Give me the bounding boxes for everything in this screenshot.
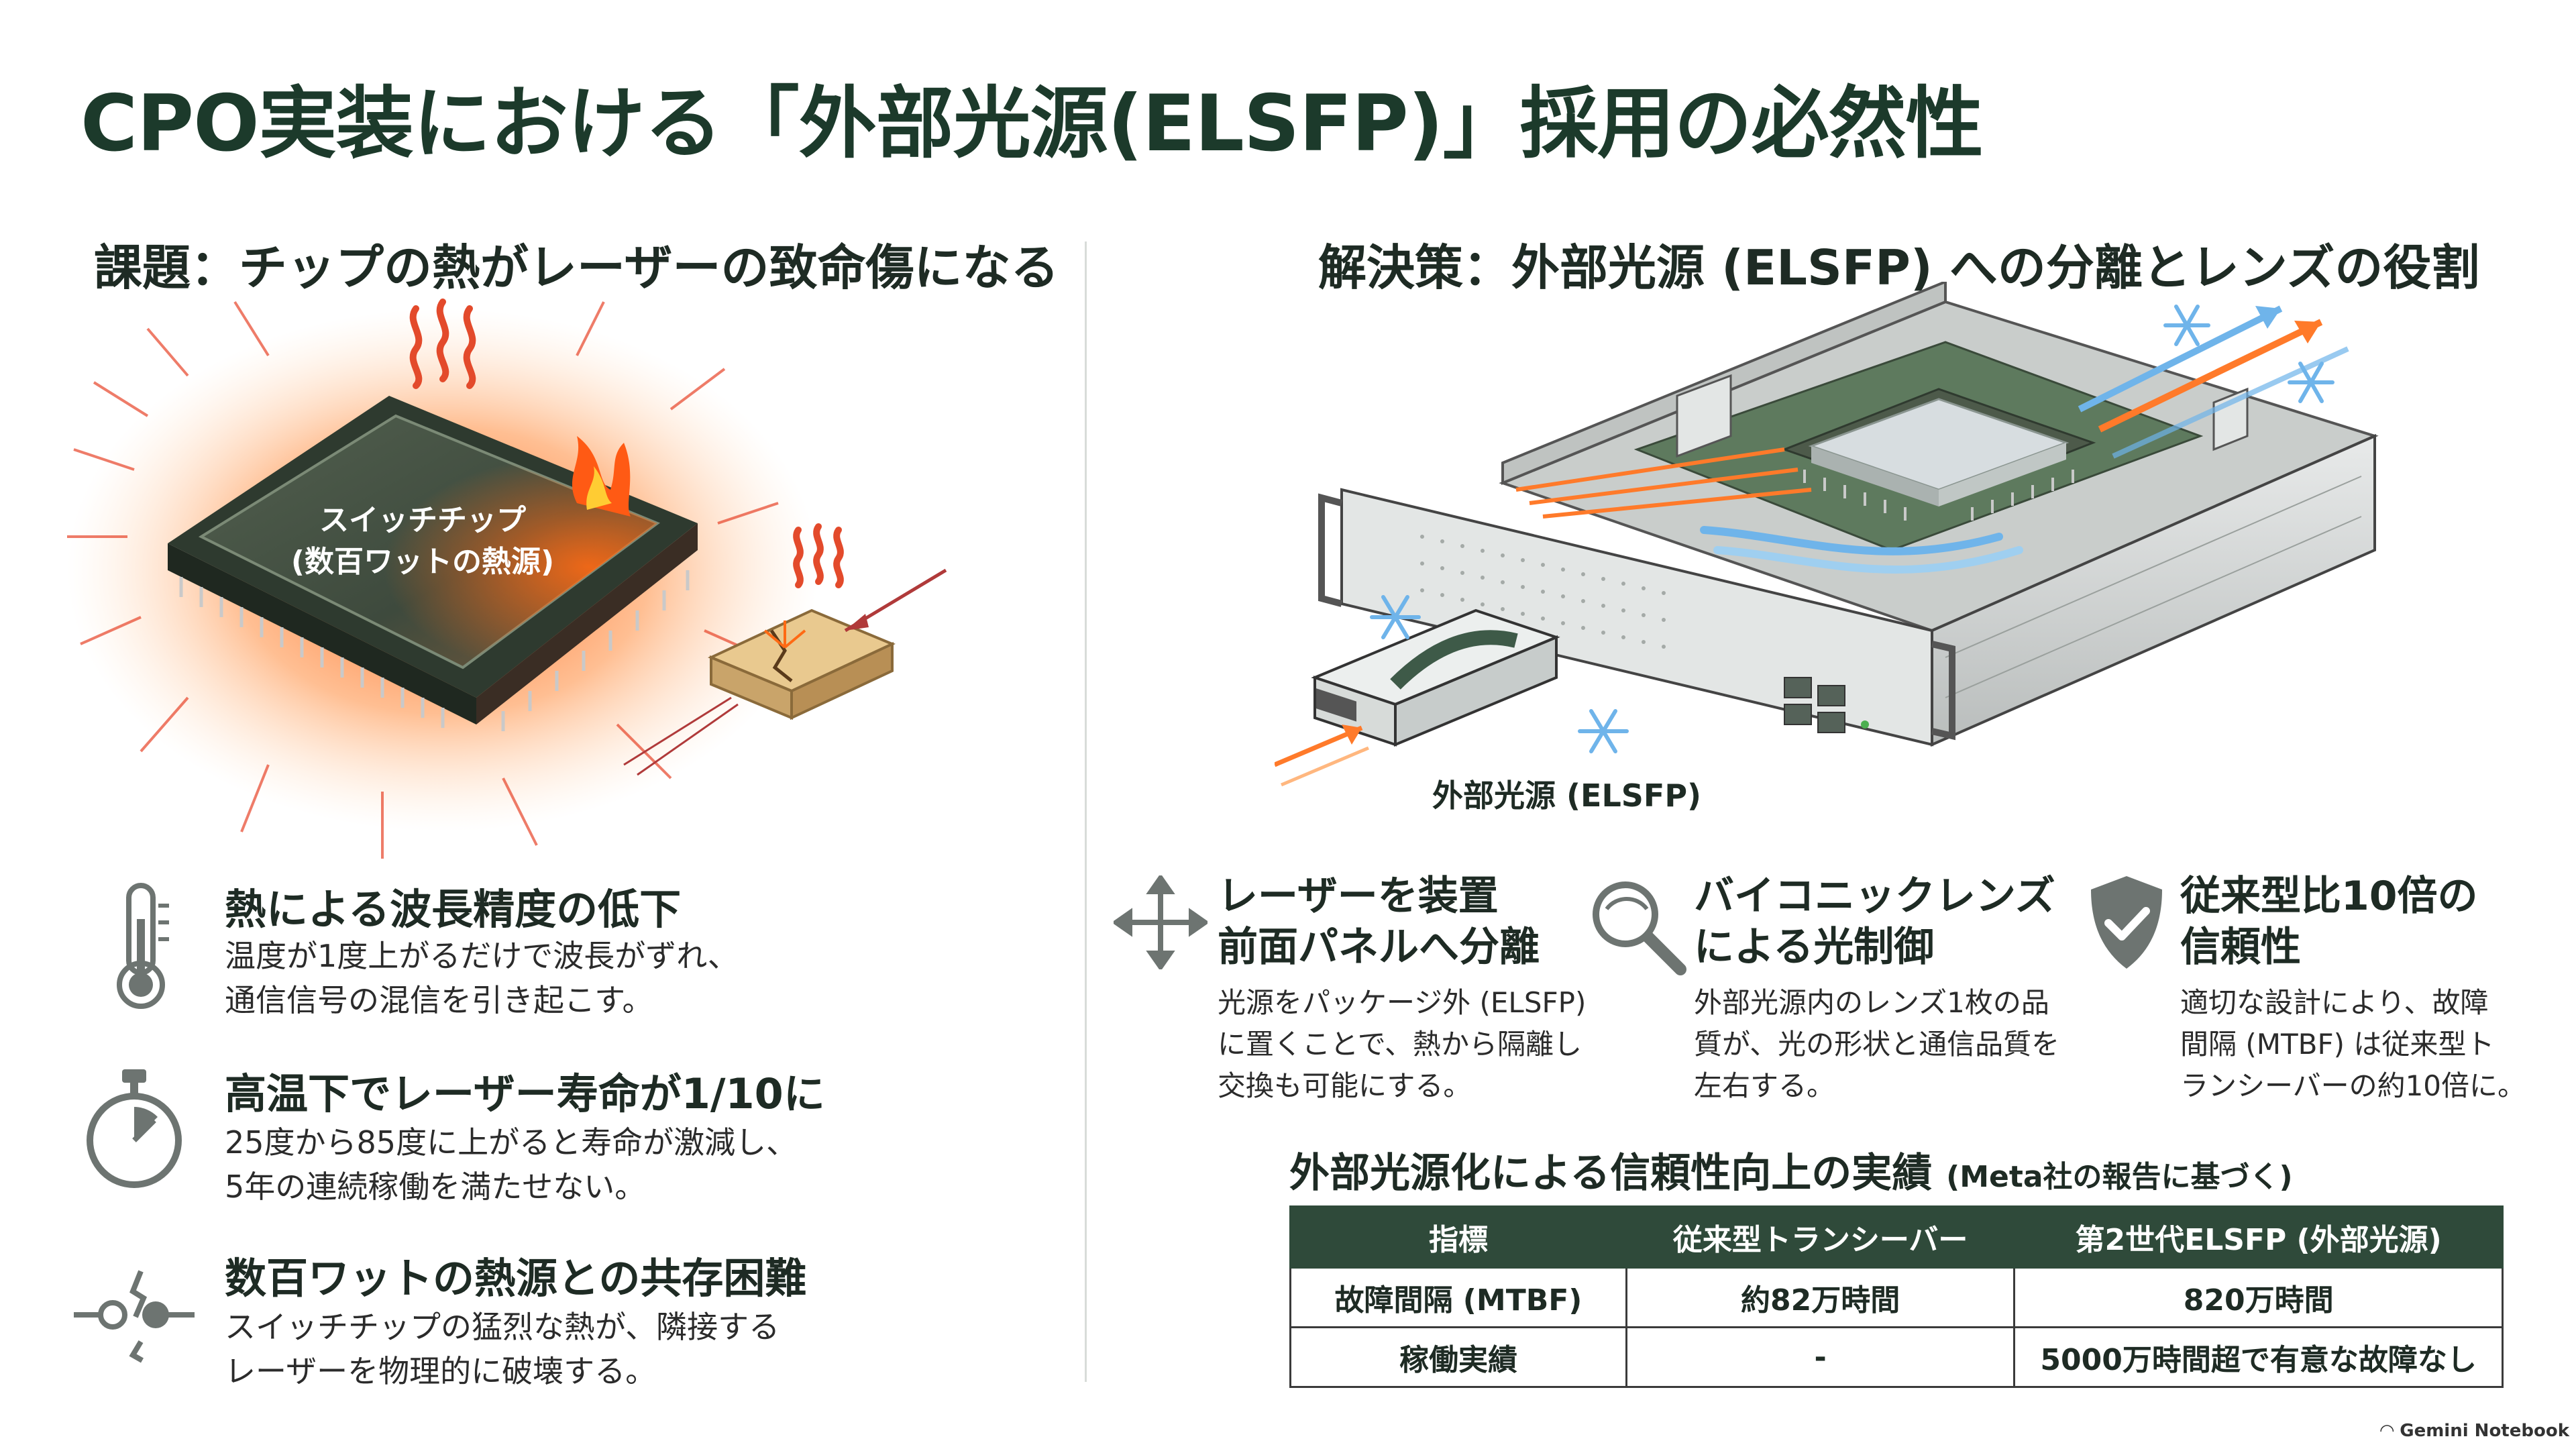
issue-desc-3a: スイッチチップの猛烈な熱が、隣接する: [225, 1309, 780, 1345]
issue-title-2: 高温下でレーザー寿命が1/10に: [225, 1069, 825, 1118]
broken-connection-icon: [74, 1254, 195, 1375]
feature-title-1a: レーザーを装置: [1218, 873, 1499, 920]
feature-desc-2a: 外部光源内のレンズ1枚の品: [1694, 986, 2049, 1019]
flame-icon: [572, 436, 631, 517]
airflow-arrows: [1275, 305, 2349, 787]
steam-icon: [409, 299, 844, 588]
feature-desc-1c: 交換も可能にする。: [1218, 1069, 1472, 1102]
feature-desc-3b: 間隔 (MTBF) は従来型ト: [2180, 1028, 2495, 1061]
feature-title-3a: 従来型比10倍の: [2180, 873, 2478, 920]
table-cell: 故障間隔 (MTBF): [1289, 1267, 1627, 1328]
page-title: CPO実装における「外部光源(ELSFP)」採用の必然性: [80, 78, 1984, 169]
issue-title-1: 熱による波長精度の低下: [225, 885, 682, 934]
switch-chassis-illustration: [1275, 282, 2379, 787]
section-divider: [1085, 241, 1087, 1382]
table-cell: 820万時間: [2013, 1267, 2504, 1328]
chip-label-line2: (数百ワットの熱源): [290, 545, 555, 579]
feature-title-2b: による光制御: [1694, 924, 1935, 971]
issue-desc-1a: 温度が1度上がるだけで波長がずれ、: [225, 938, 739, 974]
table-cell: 稼働実績: [1289, 1326, 1627, 1388]
table-cell: -: [1625, 1326, 2016, 1388]
issue-desc-2b: 5年の連続稼働を満たせない。: [225, 1169, 646, 1205]
table-row: 故障間隔 (MTBF) 約82万時間 820万時間: [1289, 1267, 2504, 1328]
table-header-cell: 従来型トランシーバー: [1625, 1205, 2016, 1269]
issue-desc-3b: レーザーを物理的に破壊する。: [225, 1353, 657, 1389]
table-cell: 約82万時間: [1625, 1267, 2016, 1328]
table-header-row: 指標 従来型トランシーバー 第2世代ELSFP (外部光源): [1289, 1205, 2504, 1269]
broken-laser-module: [623, 568, 947, 776]
issue-desc-2a: 25度から85度に上がると寿命が激減し、: [225, 1124, 798, 1161]
feature-desc-1b: に置くことで、熱から隔離し: [1218, 1028, 1582, 1061]
stopwatch-icon: [80, 1067, 188, 1194]
chip-label: スイッチチップ (数百ワットの熱源): [288, 500, 557, 583]
feature-title-3b: 信頼性: [2180, 924, 2301, 971]
feature-desc-1a: 光源をパッケージ外 (ELSFP): [1218, 986, 1587, 1019]
thermometer-icon: [101, 879, 181, 1013]
issue-title-3: 数百ワットの熱源との共存困難: [225, 1254, 807, 1303]
table-header-cell: 指標: [1289, 1205, 1627, 1269]
chip-pins: [179, 570, 690, 731]
hot-chip-illustration: [67, 299, 947, 859]
feature-desc-2c: 左右する。: [1694, 1069, 1835, 1102]
snowflake-icon: [1370, 305, 2334, 753]
solution-heading: 解決策：外部光源 (ELSFP) への分離とレンズの役割: [1318, 239, 2480, 296]
issue-desc-1b: 通信信号の混信を引き起こす。: [225, 982, 653, 1018]
table-title-main: 外部光源化による信頼性向上の実績: [1289, 1150, 1933, 1197]
table-title-note: (Meta社の報告に基づく): [1946, 1160, 2293, 1194]
move-arrows-icon: [1112, 873, 1210, 971]
elsfp-module: [1311, 608, 1560, 747]
shield-check-icon: [2083, 872, 2170, 973]
footer-brand: ◠ Gemini Notebook: [2380, 1421, 2569, 1441]
table-cell: 5000万時間超で有意な故障なし: [2013, 1326, 2504, 1388]
notebook-logo-icon: ◠: [2380, 1421, 2400, 1441]
feature-title-1b: 前面パネルへ分離: [1218, 924, 1540, 971]
elsfp-module-label: 外部光源 (ELSFP): [1432, 777, 1702, 814]
footer-text: Gemini Notebook: [2400, 1421, 2569, 1441]
problem-heading: 課題：チップの熱がレーザーの致命傷になる: [94, 239, 1059, 296]
light-flow-orange: [1515, 447, 1812, 519]
feature-desc-3c: ランシーバーの約10倍に。: [2180, 1069, 2526, 1102]
magnifier-icon: [1587, 875, 1687, 976]
table-title: 外部光源化による信頼性向上の実績 (Meta社の報告に基づく): [1289, 1140, 2293, 1199]
table-header-cell: 第2世代ELSFP (外部光源): [2013, 1205, 2504, 1269]
feature-desc-2b: 質が、光の形状と通信品質を: [1694, 1028, 2060, 1061]
table-row: 稼働実績 - 5000万時間超で有意な故障なし: [1289, 1326, 2504, 1388]
feature-desc-3a: 適切な設計により、故障: [2180, 986, 2489, 1019]
chip-label-line1: スイッチチップ: [319, 503, 526, 537]
reliability-table: 指標 従来型トランシーバー 第2世代ELSFP (外部光源) 故障間隔 (MTB…: [1289, 1205, 2504, 1388]
feature-title-2a: バイコニックレンズ: [1694, 873, 2055, 920]
front-ports: [1784, 677, 1845, 733]
